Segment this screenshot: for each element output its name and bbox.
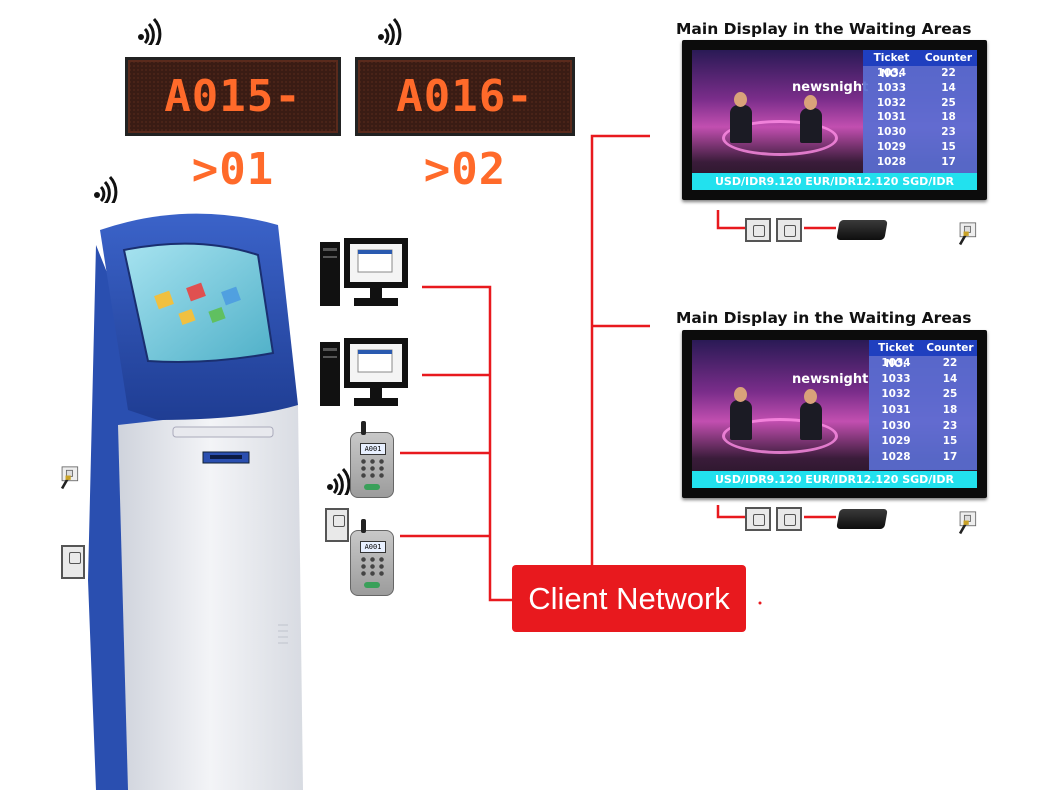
- counter-cell: 23: [942, 419, 958, 432]
- wire-to-displays: [590, 134, 650, 565]
- counter-cell: 15: [941, 140, 956, 153]
- counter-cell: 22: [941, 67, 956, 79]
- ticket-cell: 1029: [876, 140, 907, 153]
- display-2-ticker: USD/IDR9.120 EUR/IDR12.120 SGD/IDR: [692, 471, 977, 488]
- ticket-cell: 1034: [881, 357, 911, 369]
- counter-cell: 15: [942, 435, 958, 448]
- table-row: 1030 23: [869, 419, 977, 435]
- led-text: A016->02: [396, 71, 534, 195]
- display-1-title: Main Display in the Waiting Areas: [676, 20, 972, 38]
- wire-pc1: [422, 285, 512, 602]
- table-row: 1033 14: [863, 81, 977, 96]
- power-plug-icon: [60, 466, 79, 490]
- power-socket-icon: [325, 508, 349, 542]
- table-row: 1031 18: [869, 403, 977, 419]
- power-socket-icon: [745, 507, 771, 531]
- counter-cell: 17: [941, 155, 956, 168]
- pc-icon: [320, 238, 408, 306]
- counter-cell: 17: [942, 451, 958, 464]
- wifi-icon: [138, 17, 162, 45]
- table-row: 1032 25: [863, 96, 977, 111]
- table-row: 1034 22: [869, 356, 977, 372]
- table-row: 1028 17: [863, 155, 977, 170]
- display-1-ticket-table: Ticket NO. Counter 1034 22 1033 14 1032 25 1…: [863, 50, 977, 173]
- counter-cell: 14: [941, 81, 956, 94]
- caller-keypad-icon: A001: [350, 519, 394, 596]
- ticket-cell: 1030: [881, 419, 911, 432]
- ticket-cell: 1033: [881, 372, 911, 385]
- counter-cell: 22: [942, 357, 958, 369]
- client-network-label: Client Network: [528, 581, 730, 616]
- ticket-cell: 1032: [876, 96, 907, 109]
- counter-cell: 18: [941, 111, 956, 124]
- display-1-ticker: USD/IDR9.120 EUR/IDR12.120 SGD/IDR: [692, 173, 977, 190]
- display-2-ticket-table: Ticket NO. Counter 1034 22 1033 14 1032 25 1…: [869, 340, 977, 470]
- ticket-cell: 1031: [881, 404, 911, 417]
- ticket-cell: 1028: [876, 155, 907, 168]
- caller-screen: A001: [360, 443, 386, 455]
- kiosk-screen-buttons: [154, 282, 241, 326]
- ticket-cell: 1028: [881, 451, 911, 464]
- pc-icon: [320, 338, 408, 406]
- power-plug-icon: [958, 511, 977, 535]
- table-row: 1033 14: [869, 372, 977, 388]
- led-text: A015->01: [164, 71, 302, 195]
- display-1-logo: newsnight: [792, 80, 869, 95]
- led-display-1: A015->01: [125, 57, 341, 195]
- counter-cell: 18: [942, 404, 958, 417]
- wire-tv1-socket: [716, 210, 745, 230]
- header-counter: Counter: [926, 342, 974, 354]
- power-socket-icon: [776, 218, 802, 242]
- ticket-cell: 1031: [876, 111, 907, 124]
- table-row: 1028 17: [869, 450, 977, 466]
- wifi-icon: [94, 175, 118, 203]
- caller-keypad-icon: A001: [350, 421, 394, 498]
- header-ticket: Ticket NO.: [878, 342, 914, 370]
- power-socket-icon: [745, 218, 771, 242]
- ticket-cell: 1030: [876, 126, 907, 139]
- ticket-kiosk: [88, 213, 303, 790]
- wifi-icon: [327, 467, 351, 495]
- power-socket-icon: [61, 545, 85, 579]
- tv-box-icon: [836, 220, 888, 240]
- counter-cell: 25: [942, 388, 958, 401]
- counter-cell: 25: [941, 96, 956, 109]
- client-network-box: Client Network: [512, 565, 746, 632]
- power-socket-icon: [776, 507, 802, 531]
- display-2-logo: newsnight: [792, 372, 869, 387]
- table-row: 1029 15: [863, 140, 977, 155]
- caller-screen: A001: [360, 541, 386, 553]
- counter-cell: 23: [941, 126, 956, 139]
- ticket-cell: 1029: [881, 435, 911, 448]
- display-2-title: Main Display in the Waiting Areas: [676, 309, 972, 327]
- counter-cell: 14: [942, 372, 958, 385]
- table-row: 1034 22: [863, 66, 977, 81]
- table-row: 1031 18: [863, 110, 977, 125]
- table-row: 1030 23: [863, 125, 977, 140]
- ticket-cell: 1033: [876, 81, 907, 94]
- dot-marker: [758, 601, 762, 605]
- power-plug-icon: [958, 222, 977, 246]
- wire-tv2-socket: [716, 505, 745, 519]
- header-counter: Counter: [924, 52, 973, 64]
- header-ticket: Ticket NO.: [873, 52, 910, 80]
- table-row: 1032 25: [869, 387, 977, 403]
- ticket-cell: 1034: [876, 67, 907, 79]
- ticket-cell: 1032: [881, 388, 911, 401]
- led-display-2: A016->02: [355, 57, 575, 195]
- tv-box-icon: [836, 509, 888, 529]
- table-row: 1029 15: [869, 434, 977, 450]
- wifi-icon: [378, 17, 402, 45]
